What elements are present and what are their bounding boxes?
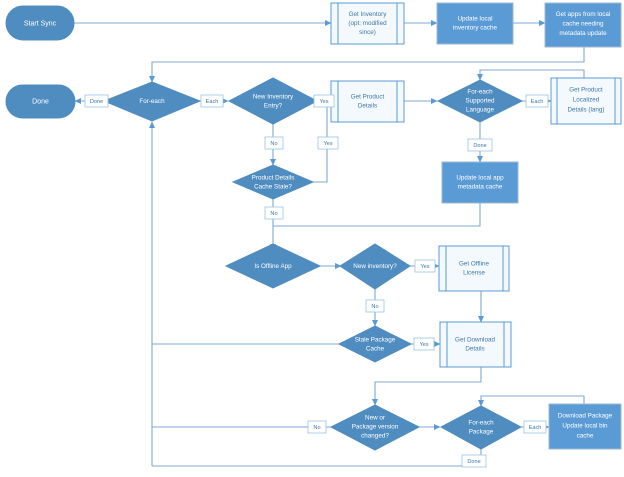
- edge-label-no-cache-stale: No: [264, 206, 284, 220]
- offline-license-line2: License: [463, 270, 485, 277]
- download-package-line3: cache: [577, 433, 594, 440]
- edge-label-yes-new-inventory-text: Yes: [420, 264, 429, 270]
- node-done[interactable]: Done: [5, 84, 76, 119]
- edge-label-each-foreach: Each: [200, 94, 224, 108]
- pkg-changed-line1: New or: [365, 415, 385, 422]
- node-new-or-package-version-changed[interactable]: New or Package version changed?: [329, 404, 421, 451]
- edge-label-each-foreach-text: Each: [206, 99, 219, 105]
- node-update-local-app-metadata-cache[interactable]: Update local app metadata cache: [441, 161, 519, 204]
- edge-label-no-new-inventory: No: [365, 299, 385, 313]
- node-start-sync[interactable]: Start Sync: [5, 5, 75, 41]
- node-get-product-details[interactable]: Get Product Details: [330, 80, 405, 123]
- download-package-line1: Download Package: [558, 413, 613, 420]
- edge-label-each-package-text: Each: [529, 425, 542, 431]
- localized-details-line1: Get Product: [569, 87, 603, 94]
- pkg-changed-line3: changed?: [361, 433, 389, 440]
- edge-label-done-package-text: Done: [467, 459, 480, 465]
- node-get-inventory[interactable]: Get Inventory (opt: modified since): [330, 2, 405, 45]
- pkg-changed-line2: Package version: [352, 424, 399, 431]
- edge-label-no-package-changed: No: [307, 420, 327, 434]
- edge-label-each-package: Each: [523, 420, 547, 434]
- edge-label-done-language-text: Done: [473, 143, 486, 149]
- get-apps-line1: Get apps from local: [556, 11, 611, 18]
- update-meta-line1: Update local app: [456, 175, 504, 182]
- new-inventory-entry-line1: New Inventory: [253, 94, 294, 101]
- edge-label-yes-new-entry-text: Yes: [319, 99, 328, 105]
- foreach-package-line1: For-each: [468, 420, 494, 427]
- edge-label-no-new-entry-text: No: [270, 141, 277, 147]
- cache-stale-line1: Product Details: [252, 175, 295, 182]
- node-get-apps-from-local-cache[interactable]: Get apps from local cache needing metada…: [544, 2, 622, 48]
- new-inventory-entry-line2: Entry?: [264, 103, 283, 110]
- start-sync-label: Start Sync: [24, 20, 57, 27]
- update-local-inventory-cache-line2: inventory cache: [453, 25, 498, 32]
- edge-label-yes-new-inventory-entry: Yes: [313, 94, 335, 108]
- edge-label-yes-new-inventory: Yes: [414, 259, 436, 273]
- edge-label-done-language: Done: [467, 138, 493, 152]
- node-stale-package-cache[interactable]: Stale Package Cache: [337, 325, 413, 363]
- edge-label-yes-cache-stale: Yes: [317, 136, 339, 150]
- node-for-each[interactable]: For-each: [102, 81, 202, 122]
- node-get-download-details[interactable]: Get Download Details: [439, 321, 512, 368]
- conn-getapps-to-foreach: [149, 47, 585, 83]
- node-new-inventory[interactable]: New inventory?: [339, 243, 411, 290]
- new-inventory-label: New inventory?: [353, 263, 397, 270]
- edge-label-no-package-changed-text: No: [313, 425, 320, 431]
- get-product-details-line2: Details: [358, 103, 377, 110]
- edge-label-no-new-inventory-entry: No: [264, 136, 284, 150]
- node-product-details-cache-stale[interactable]: Product Details Cache Stale?: [231, 164, 315, 200]
- get-inventory-line2: (opt: modified: [348, 20, 387, 27]
- download-details-line2: Details: [465, 346, 484, 353]
- done-label: Done: [32, 98, 49, 105]
- foreach-package-line2: Package: [469, 429, 494, 436]
- edge-label-yes-stale-package: Yes: [413, 337, 435, 351]
- edge-label-each-language-text: Each: [531, 99, 544, 105]
- localized-details-line3: Details (lang): [567, 107, 604, 114]
- cache-stale-line2: Cache Stale?: [254, 184, 292, 191]
- foreach-lang-line3: Language: [466, 107, 495, 114]
- edge-label-no-new-inventory-text: No: [371, 304, 378, 310]
- conn-downloaddetails-to-pkgchanged: [372, 367, 482, 406]
- node-is-offline-app[interactable]: Is Offline App: [224, 243, 322, 289]
- get-apps-line3: metadata update: [559, 30, 607, 37]
- update-local-inventory-cache-line1: Update local: [457, 16, 492, 23]
- edge-label-each-language: Each: [525, 94, 549, 108]
- stale-package-line1: Stale Package: [355, 337, 396, 344]
- foreach-lang-line1: For-each: [467, 89, 493, 96]
- update-meta-line2: metadata cache: [458, 184, 503, 191]
- get-inventory-line3: since): [359, 29, 376, 36]
- node-get-offline-license[interactable]: Get Offline License: [438, 245, 510, 292]
- edge-label-yes-stale-package-text: Yes: [419, 342, 428, 348]
- node-for-each-supported-language[interactable]: For-each Supported Language: [436, 79, 524, 123]
- node-for-each-package[interactable]: For-each Package: [439, 405, 523, 450]
- edge-label-done-foreach-text: Done: [90, 99, 103, 105]
- is-offline-app-label: Is Offline App: [254, 263, 292, 270]
- edge-label-no-cache-stale-text: No: [270, 211, 277, 217]
- get-product-details-line1: Get Product: [351, 94, 385, 101]
- get-apps-line2: cache needing: [563, 21, 604, 28]
- stale-package-line2: Cache: [366, 346, 385, 353]
- edge-label-done-package: Done: [461, 454, 487, 468]
- localized-details-line2: Localized: [573, 97, 600, 104]
- edge-label-done-foreach: Done: [84, 94, 109, 108]
- conn-foreachpkg-done-left: [152, 449, 482, 467]
- conn-updatemeta-to-offlinefeed: [273, 203, 481, 227]
- for-each-label: For-each: [139, 98, 165, 105]
- node-get-product-localized-details[interactable]: Get Product Localized Details (lang): [550, 77, 622, 125]
- download-details-line1: Get Download: [455, 337, 495, 344]
- download-package-line2: Update local bin: [562, 423, 608, 430]
- conn-cachestale-yes-up: [313, 108, 328, 183]
- node-new-inventory-entry[interactable]: New Inventory Entry?: [227, 77, 319, 125]
- node-update-local-inventory-cache[interactable]: Update local inventory cache: [436, 2, 514, 45]
- foreach-lang-line2: Supported: [465, 98, 495, 105]
- conn-download-loopback: [478, 395, 585, 407]
- conn-localized-loopback: [477, 69, 585, 81]
- node-download-package-update-bin-cache[interactable]: Download Package Update local bin cache: [548, 403, 622, 450]
- edge-label-yes-cache-stale-text: Yes: [323, 141, 332, 147]
- offline-license-line1: Get Offline: [459, 261, 489, 268]
- get-inventory-line1: Get Inventory: [349, 11, 388, 18]
